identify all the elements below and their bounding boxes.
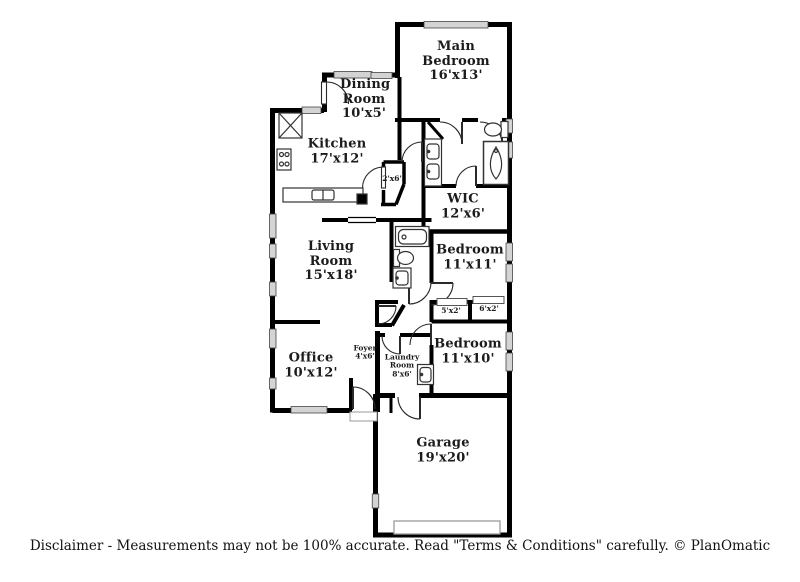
window [269,213,277,239]
main-suite-door [401,141,423,163]
wic-door [455,165,477,187]
hall-closet-door [377,305,397,325]
window [269,328,277,349]
fixtures [276,112,510,386]
garage-service-door [397,396,421,420]
window [423,21,489,29]
utility-sink-icon [416,363,435,386]
disclaimer-text: Disclaimer - Measurements may not be 100… [29,538,771,554]
bathtub-icon [394,225,430,248]
double-vanity-icon [423,138,443,187]
cased-opening [348,216,376,224]
window [301,106,322,114]
front-door-step [349,411,378,422]
hall-bathroom-door [408,281,432,305]
pantry-door [361,166,387,189]
window [269,281,277,297]
laundry-door [381,335,401,355]
window [505,352,513,372]
front-door [352,386,376,410]
doors [320,81,503,420]
bedroom2-door [409,323,432,346]
window [333,71,373,79]
stove-icon [276,148,292,171]
pantry-walls [381,160,406,207]
toilet-icon [483,120,509,139]
bathroom-sink-icon [392,267,412,289]
window [505,242,513,262]
toilet-icon [392,248,415,268]
window [371,493,380,509]
window [505,331,513,351]
window [505,263,513,283]
shower-icon [482,140,510,186]
main-bedroom-door [439,121,463,145]
window [269,377,277,390]
garage-door [393,520,501,535]
refrigerator-icon [278,112,303,139]
closet-sliding-doors [436,296,505,306]
window [290,406,328,414]
kitchen-counter [282,187,368,205]
interior-walls [272,77,510,413]
window [269,243,277,259]
patio-door [320,81,350,105]
windows [269,21,513,509]
window [370,72,393,79]
